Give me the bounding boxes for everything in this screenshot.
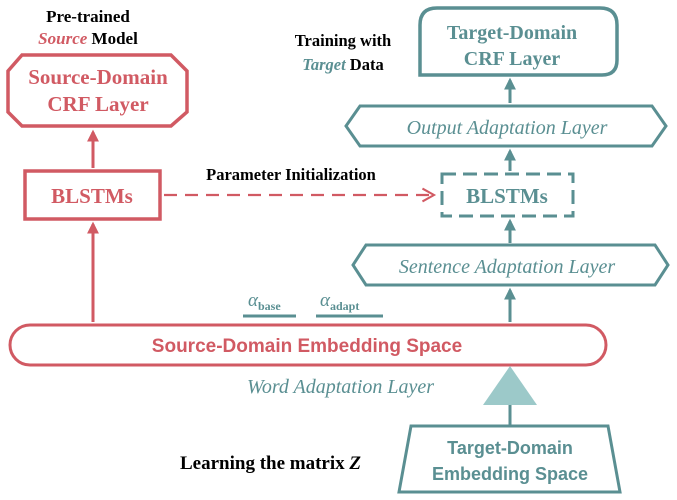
model-word: Model bbox=[87, 29, 138, 48]
learning-matrix-var: Z bbox=[348, 453, 361, 474]
sentence-adaptation-box bbox=[351, 243, 670, 287]
source-embedding-box bbox=[8, 323, 608, 367]
training-header-line1: Training with bbox=[295, 31, 391, 50]
target-word: Target bbox=[302, 55, 346, 74]
output-adaptation-box bbox=[344, 104, 668, 148]
alpha-base-label: αbase bbox=[248, 290, 281, 313]
target-crf-line2: CRF Layer bbox=[464, 48, 561, 70]
alpha-adapt-symbol: α bbox=[320, 290, 331, 311]
target-crf-box bbox=[418, 6, 619, 77]
source-crf-box bbox=[6, 53, 189, 128]
alpha-adapt-subscript: adapt bbox=[330, 299, 359, 313]
target-crf-line1: Target-Domain bbox=[447, 22, 577, 44]
word-adaptation-label: Word Adaptation Layer bbox=[247, 376, 434, 398]
target-blstm-box bbox=[440, 172, 575, 218]
param-init-label: Parameter Initialization bbox=[206, 165, 376, 184]
word-adaptation-triangle bbox=[483, 366, 537, 405]
source-crf-line1: Source-Domain bbox=[28, 65, 168, 89]
training-header-line2: Target Data bbox=[302, 55, 383, 74]
sentence-adaptation-label: Sentence Adaptation Layer bbox=[399, 256, 615, 278]
source-embedding-label: Source-Domain Embedding Space bbox=[152, 336, 462, 357]
output-adaptation-label: Output Adaptation Layer bbox=[407, 117, 608, 139]
target-embedding-line1: Target-Domain bbox=[447, 438, 573, 458]
learning-matrix-prefix: Learning the matrix bbox=[180, 453, 349, 474]
alpha-adapt-label: αadapt bbox=[320, 290, 359, 313]
learning-matrix-label: Learning the matrix Z bbox=[180, 453, 361, 474]
source-blstm-label: BLSTMs bbox=[51, 184, 133, 208]
source-crf-line2: CRF Layer bbox=[47, 92, 148, 116]
source-word: Source bbox=[38, 29, 88, 48]
pretrained-header-line2: Source Model bbox=[38, 29, 138, 48]
alpha-base-subscript: base bbox=[258, 299, 281, 313]
data-word: Data bbox=[346, 55, 384, 74]
target-blstm-label: BLSTMs bbox=[466, 184, 548, 208]
target-embedding-box bbox=[397, 424, 622, 494]
alpha-base-symbol: α bbox=[248, 290, 259, 311]
pretrained-header-line1: Pre-trained bbox=[46, 7, 130, 26]
target-embedding-line2: Embedding Space bbox=[432, 464, 588, 484]
source-blstm-box bbox=[23, 169, 162, 221]
